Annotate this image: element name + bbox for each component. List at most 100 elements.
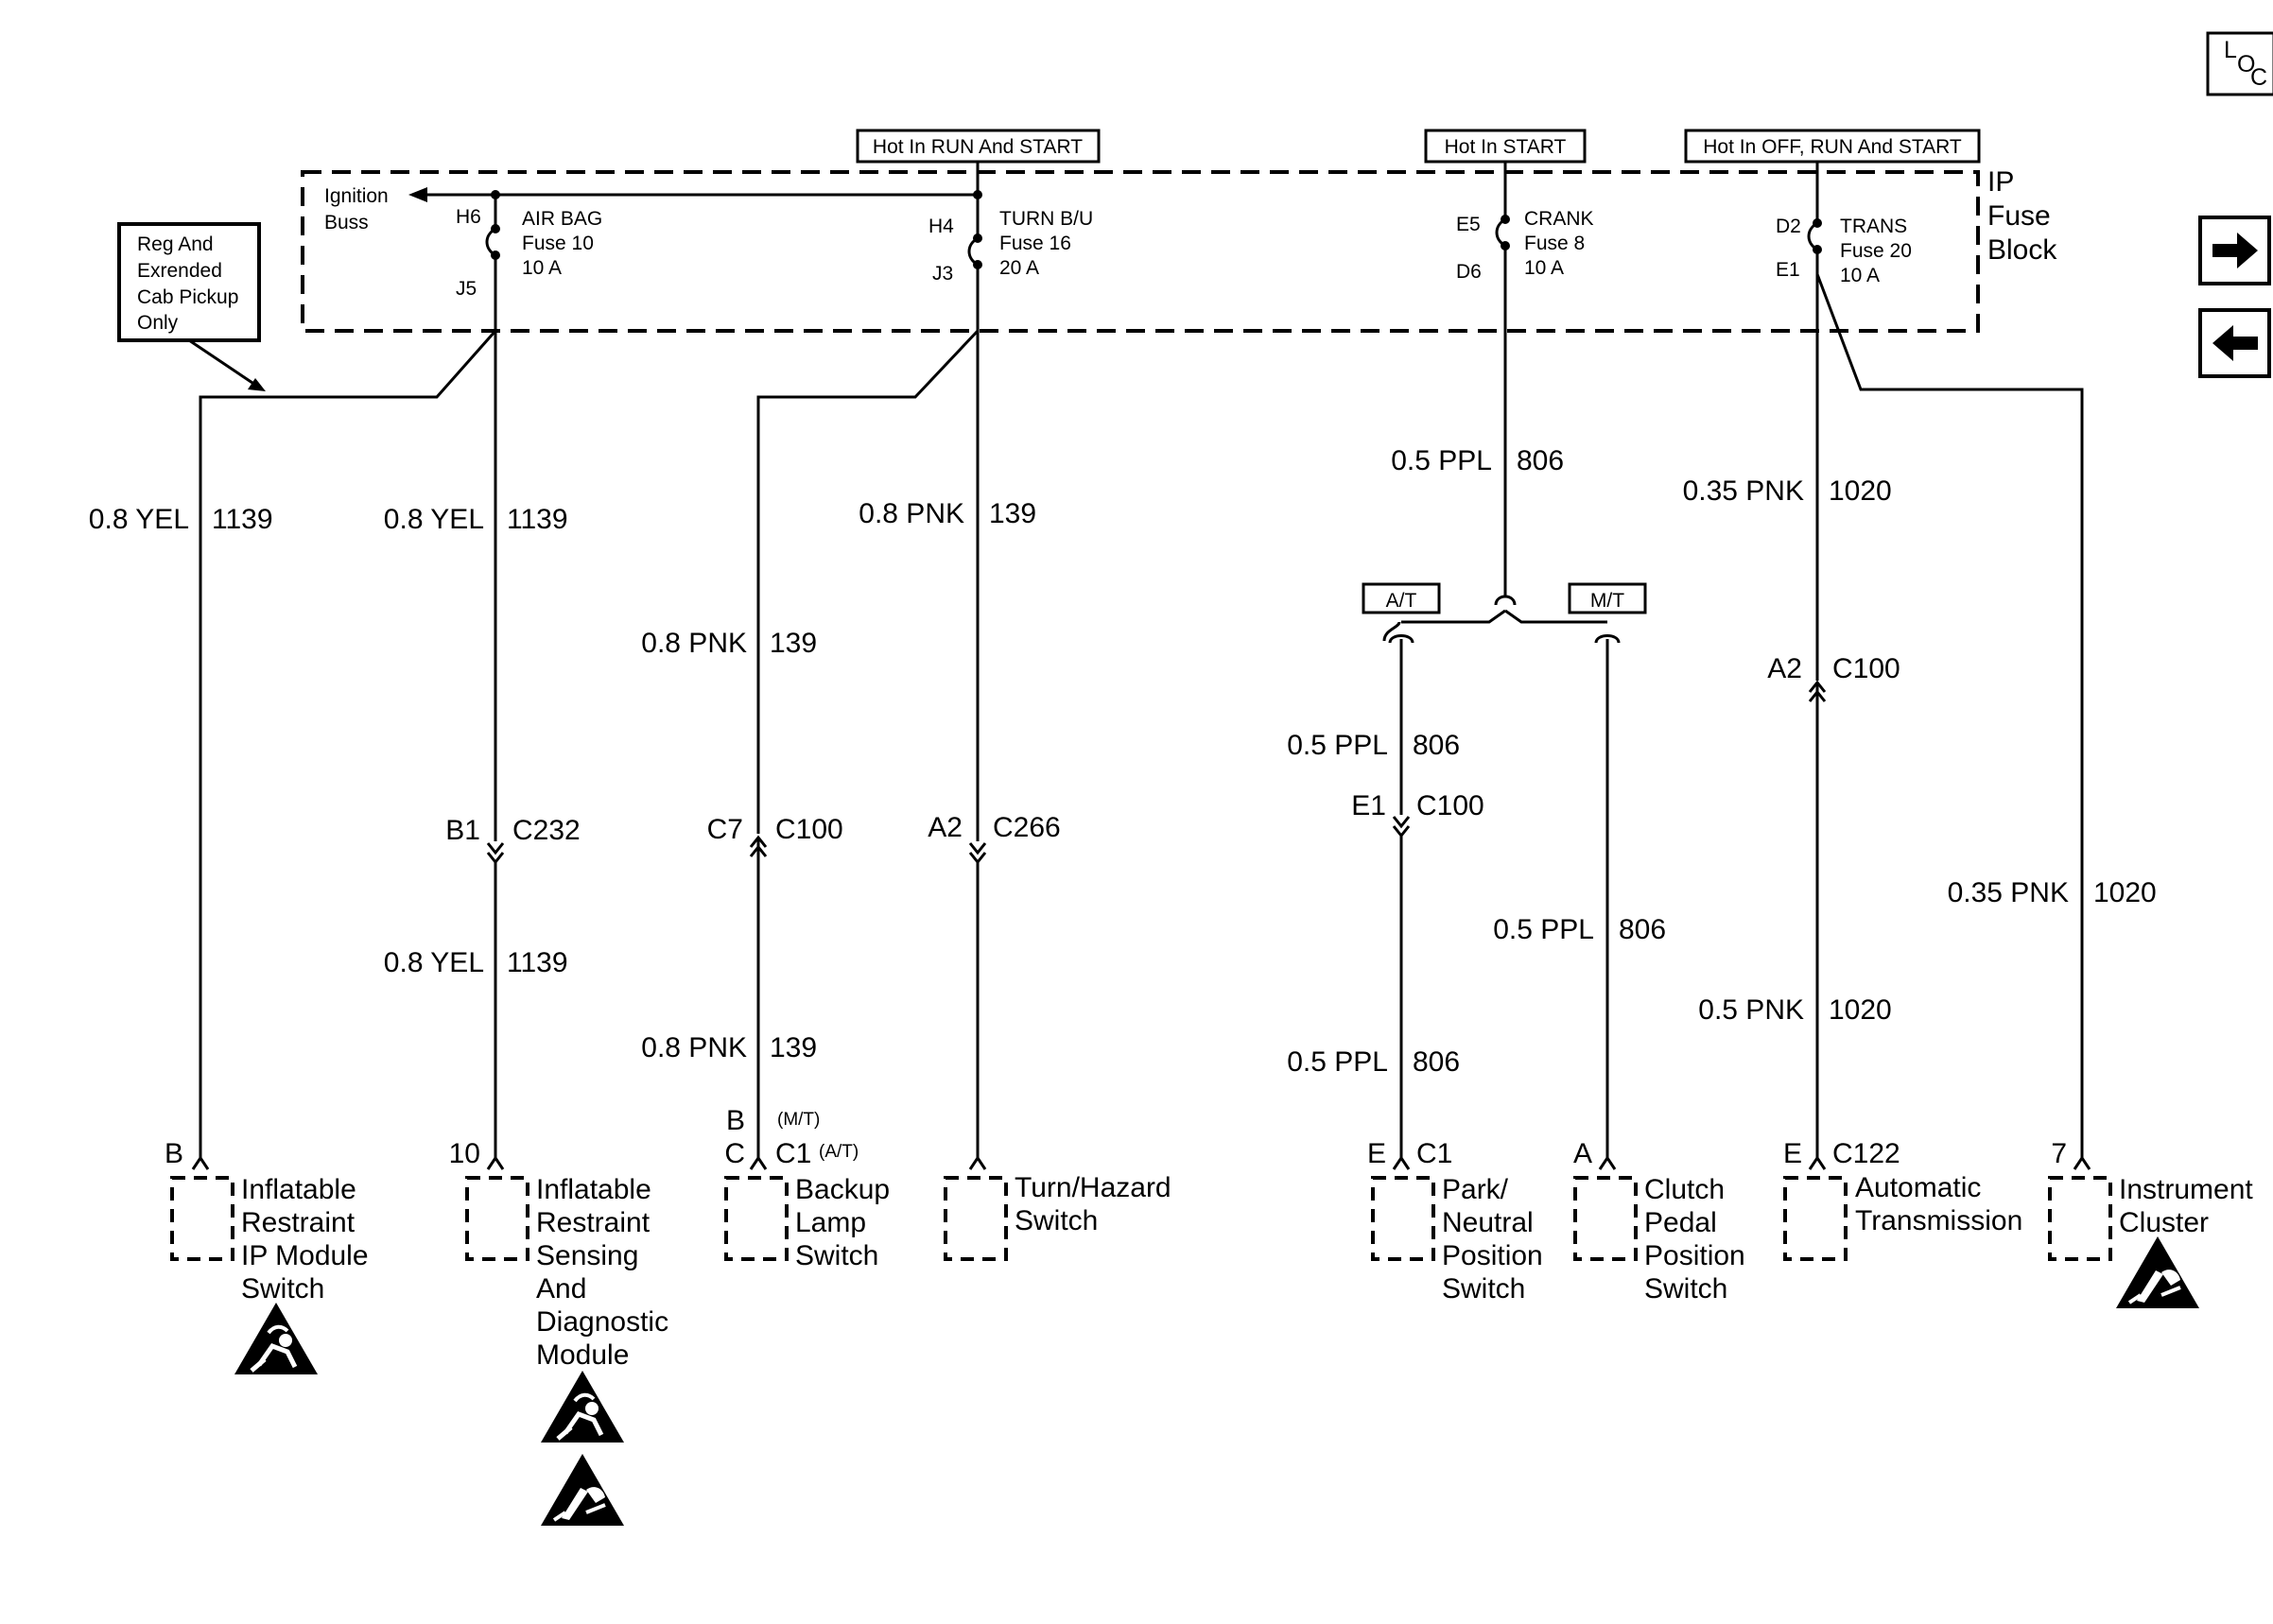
locator-icon[interactable]: L O C [2206, 31, 2273, 96]
c232-name: C232 [512, 815, 581, 846]
sdm-label-3: Sensing [536, 1240, 638, 1271]
sdm-label-1: Inflatable [536, 1174, 651, 1205]
sensing-diagnostic-module: 10 Inflatable Restraint Sensing And Diag… [449, 1138, 668, 1371]
wire3a-color: 0.8 PNK [641, 628, 747, 659]
wire2a-circuit: 1139 [507, 504, 568, 535]
wire6a-color: 0.5 PPL [1287, 730, 1388, 761]
fuse-block-label-3: Block [1987, 234, 2057, 266]
wire5-color: 0.5 PPL [1391, 445, 1492, 476]
wire9-circuit: 1020 [2093, 877, 2157, 908]
c100-trans-pin: A2 [1767, 653, 1802, 684]
automatic-transmission: E C122 Automatic Transmission [1783, 1138, 2022, 1261]
sdm-label-4: And [536, 1273, 586, 1304]
airbag-warning-icon [541, 1371, 624, 1443]
trans-comp-label-2: Transmission [1855, 1205, 2022, 1236]
turn-pin-in: H4 [928, 216, 954, 237]
sdm-label-5: Diagnostic [536, 1306, 668, 1338]
c100-trans-name: C100 [1832, 653, 1900, 684]
wire2b-color: 0.8 YEL [384, 947, 484, 978]
wire3b-color: 0.8 PNK [641, 1032, 747, 1063]
svg-text:Exrended: Exrended [137, 260, 222, 282]
ignition-buss-label-2: Buss [324, 212, 369, 233]
trans-pin-in: D2 [1776, 216, 1801, 237]
wire1-circuit: 1139 [212, 504, 273, 535]
clutch-label-2: Pedal [1644, 1207, 1717, 1238]
turn-hazard-label-1: Turn/Hazard [1015, 1172, 1171, 1203]
c100-backup-name: C100 [775, 814, 843, 845]
arrow-right-icon[interactable] [2198, 216, 2271, 285]
c100-pnp-pin: E1 [1351, 790, 1386, 821]
trans-pin-out: E1 [1776, 259, 1800, 281]
ir-switch-pin: B [165, 1138, 183, 1169]
hot-off-run-start-box: Hot In OFF, RUN And START [1684, 129, 1981, 164]
sdm-pin: 10 [449, 1138, 480, 1169]
hot-start-box: Hot In START [1424, 129, 1587, 164]
turn-hazard-switch: Turn/Hazard Switch [944, 1156, 1171, 1261]
wire2a-color: 0.8 YEL [384, 504, 484, 535]
arrow-left-icon[interactable] [2198, 308, 2271, 378]
c266-connector [968, 841, 987, 864]
wire8a-circuit: 1020 [1829, 475, 1892, 507]
backup-pin-mt: B [726, 1105, 745, 1136]
clutch-label-3: Position [1644, 1240, 1745, 1271]
svg-text:Hot In START: Hot In START [1445, 136, 1567, 158]
c266-name: C266 [993, 812, 1061, 843]
clutch-pedal-switch: A Clutch Pedal Position Switch [1573, 1138, 1745, 1304]
ignition-buss-label-1: Ignition [324, 185, 389, 207]
wire9-color: 0.35 PNK [1948, 877, 2069, 908]
fuse-block-label-1: IP [1987, 166, 2014, 198]
airbag-fuse-amp: 10 A [522, 257, 562, 279]
ir-switch-label-2: Restraint [241, 1207, 356, 1238]
svg-text:A/T: A/T [1386, 590, 1417, 612]
pnp-label-2: Neutral [1442, 1207, 1534, 1238]
turn-fuse-name: TURN B/U [999, 208, 1093, 230]
esd-warning-icon [2114, 1235, 2201, 1310]
c266-pin: A2 [928, 812, 963, 843]
ir-switch-label-4: Switch [241, 1273, 324, 1304]
backup-label-1: Backup [795, 1174, 890, 1205]
crank-pin-in: E5 [1456, 214, 1481, 235]
park-neutral-switch: E C1 Park/ Neutral Position Switch [1367, 1138, 1543, 1304]
airbag-fuse-name: AIR BAG [522, 208, 602, 230]
wire4-circuit: 139 [989, 498, 1036, 529]
crank-fuse-num: Fuse 8 [1524, 233, 1585, 254]
pnp-label-3: Position [1442, 1240, 1543, 1271]
clutch-label-4: Switch [1644, 1273, 1727, 1304]
wire6b-color: 0.5 PPL [1287, 1046, 1388, 1078]
trans-fuse-name: TRANS [1840, 216, 1907, 237]
clutch-pin: A [1573, 1138, 1592, 1169]
crank-pin-out: D6 [1456, 261, 1482, 283]
wire3b-circuit: 139 [770, 1032, 817, 1063]
wire8a-color: 0.35 PNK [1683, 475, 1804, 507]
clutch-label-1: Clutch [1644, 1174, 1725, 1205]
wire6a-circuit: 806 [1413, 730, 1460, 761]
trans-fuse-num: Fuse 20 [1840, 240, 1912, 262]
cluster-label-2: Cluster [2119, 1207, 2209, 1238]
backup-label-3: Switch [795, 1240, 878, 1271]
esd-warning-icon [539, 1452, 626, 1528]
airbag-warning-icon [234, 1303, 318, 1374]
trans-comp-label-1: Automatic [1855, 1172, 1981, 1203]
airbag-fuse-num: Fuse 10 [522, 233, 594, 254]
wire7-color: 0.5 PPL [1493, 914, 1594, 945]
instrument-cluster: 7 Instrument Cluster [2048, 1138, 2253, 1261]
trans-comp-pin: E [1783, 1138, 1802, 1169]
sdm-label-6: Module [536, 1339, 629, 1371]
wire1-color: 0.8 YEL [89, 504, 189, 535]
cluster-label-1: Instrument [2119, 1174, 2253, 1205]
crank-fuse-symbol [1495, 213, 1512, 252]
backup-conn-at: (A/T) [819, 1142, 859, 1162]
svg-text:Only: Only [137, 312, 179, 334]
pnp-pin: E [1367, 1138, 1386, 1169]
crank-fuse-name: CRANK [1524, 208, 1594, 230]
trans-fuse-amp: 10 A [1840, 265, 1880, 286]
loc-letter-l: L [2224, 37, 2237, 63]
hot-run-start-box: Hot In RUN And START [856, 129, 1101, 164]
wire5-circuit: 806 [1517, 445, 1564, 476]
turn-fuse-num: Fuse 16 [999, 233, 1071, 254]
ir-switch-label-3: IP Module [241, 1240, 369, 1271]
airbag-fuse-symbol [485, 222, 502, 262]
airbag-pin-out: J5 [456, 278, 477, 300]
c232-pin: B1 [445, 815, 480, 846]
